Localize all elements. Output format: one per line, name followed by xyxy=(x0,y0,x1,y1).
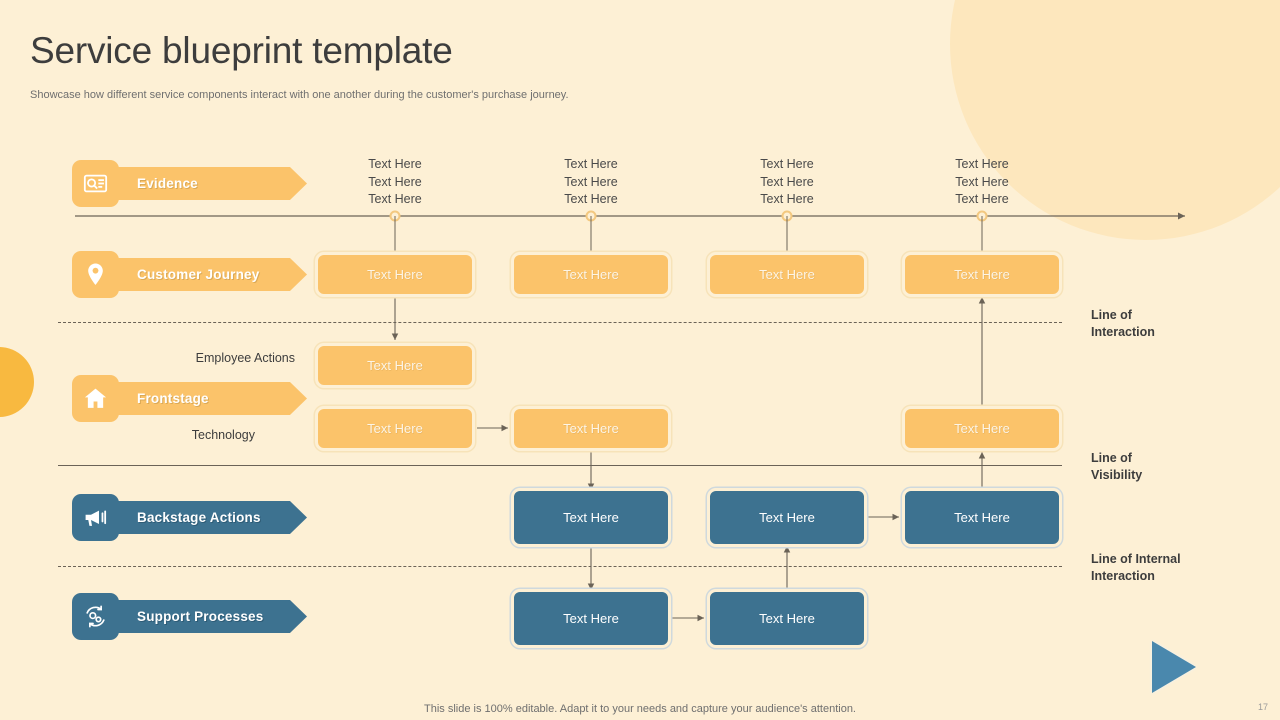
row-label-evidence-text: Evidence xyxy=(115,167,307,200)
line-of-internal-interaction-label: Line of Internal Interaction xyxy=(1091,551,1181,585)
evidence-column-2: Text Here Text Here Text Here xyxy=(511,156,671,209)
support-node-2[interactable]: Text Here xyxy=(707,589,867,648)
line-of-interaction-label-line2: Interaction xyxy=(1091,325,1155,339)
footer-note: This slide is 100% editable. Adapt it to… xyxy=(424,703,856,715)
evidence-text-line: Text Here xyxy=(368,157,422,171)
technology-node-1[interactable]: Text Here xyxy=(315,406,475,451)
backstage-node-2[interactable]: Text Here xyxy=(707,488,867,547)
page-subtitle: Showcase how different service component… xyxy=(30,89,569,101)
line-of-internal-interaction-label-line2: Interaction xyxy=(1091,569,1155,583)
sub-label-employee-actions: Employee Actions xyxy=(195,351,295,365)
support-node-1[interactable]: Text Here xyxy=(511,589,671,648)
play-triangle-icon[interactable] xyxy=(1152,641,1196,693)
row-label-frontstage[interactable]: Frontstage xyxy=(72,375,307,422)
gears-cycle-icon xyxy=(72,593,119,640)
page-number: 17 xyxy=(1258,702,1269,712)
home-icon xyxy=(72,375,119,422)
line-of-internal-interaction-label-line1: Line of Internal xyxy=(1091,552,1181,566)
evidence-text-line: Text Here xyxy=(955,174,1009,189)
evidence-document-icon xyxy=(72,160,119,207)
technology-node-3[interactable]: Text Here xyxy=(902,406,1062,451)
evidence-text-line: Text Here xyxy=(564,192,618,206)
evidence-column-3: Text Here Text Here Text Here xyxy=(707,156,867,209)
technology-node-2[interactable]: Text Here xyxy=(511,406,671,451)
customer-journey-node-3[interactable]: Text Here xyxy=(707,252,867,297)
evidence-text-line: Text Here xyxy=(368,192,422,206)
row-label-customer-journey-text: Customer Journey xyxy=(115,258,307,291)
line-of-interaction-label: Line of Interaction xyxy=(1091,307,1155,341)
line-of-visibility xyxy=(58,465,1062,466)
row-label-evidence[interactable]: Evidence xyxy=(72,160,307,207)
megaphone-icon xyxy=(72,494,119,541)
row-label-support-processes-text: Support Processes xyxy=(115,600,307,633)
line-of-interaction xyxy=(58,322,1062,323)
line-of-visibility-label-line2: Visibility xyxy=(1091,468,1143,482)
evidence-text-line: Text Here xyxy=(368,174,422,189)
evidence-text-line: Text Here xyxy=(564,174,618,189)
evidence-column-4: Text Here Text Here Text Here xyxy=(902,156,1062,209)
line-of-internal-interaction xyxy=(58,566,1062,567)
line-of-visibility-label: Line of Visibility xyxy=(1091,450,1142,484)
employee-actions-node-1[interactable]: Text Here xyxy=(315,343,475,388)
row-label-frontstage-text: Frontstage xyxy=(115,382,307,415)
evidence-text-line: Text Here xyxy=(760,192,814,206)
customer-journey-node-1[interactable]: Text Here xyxy=(315,252,475,297)
evidence-text-line: Text Here xyxy=(760,157,814,171)
page-title: Service blueprint template xyxy=(30,30,453,71)
backstage-node-3[interactable]: Text Here xyxy=(902,488,1062,547)
line-of-visibility-label-line1: Line of xyxy=(1091,451,1132,465)
evidence-column-1: Text Here Text Here Text Here xyxy=(315,156,475,209)
customer-journey-node-2[interactable]: Text Here xyxy=(511,252,671,297)
evidence-text-line: Text Here xyxy=(760,174,814,189)
location-pin-icon xyxy=(72,251,119,298)
sub-label-technology: Technology xyxy=(191,428,255,442)
line-of-interaction-label-line1: Line of xyxy=(1091,308,1132,322)
evidence-text-line: Text Here xyxy=(955,157,1009,171)
row-label-support-processes[interactable]: Support Processes xyxy=(72,593,307,640)
row-label-customer-journey[interactable]: Customer Journey xyxy=(72,251,307,298)
evidence-text-line: Text Here xyxy=(955,192,1009,206)
customer-journey-node-4[interactable]: Text Here xyxy=(902,252,1062,297)
row-label-backstage-actions-text: Backstage Actions xyxy=(115,501,307,534)
backstage-node-1[interactable]: Text Here xyxy=(511,488,671,547)
evidence-text-line: Text Here xyxy=(564,157,618,171)
row-label-backstage-actions[interactable]: Backstage Actions xyxy=(72,494,307,541)
